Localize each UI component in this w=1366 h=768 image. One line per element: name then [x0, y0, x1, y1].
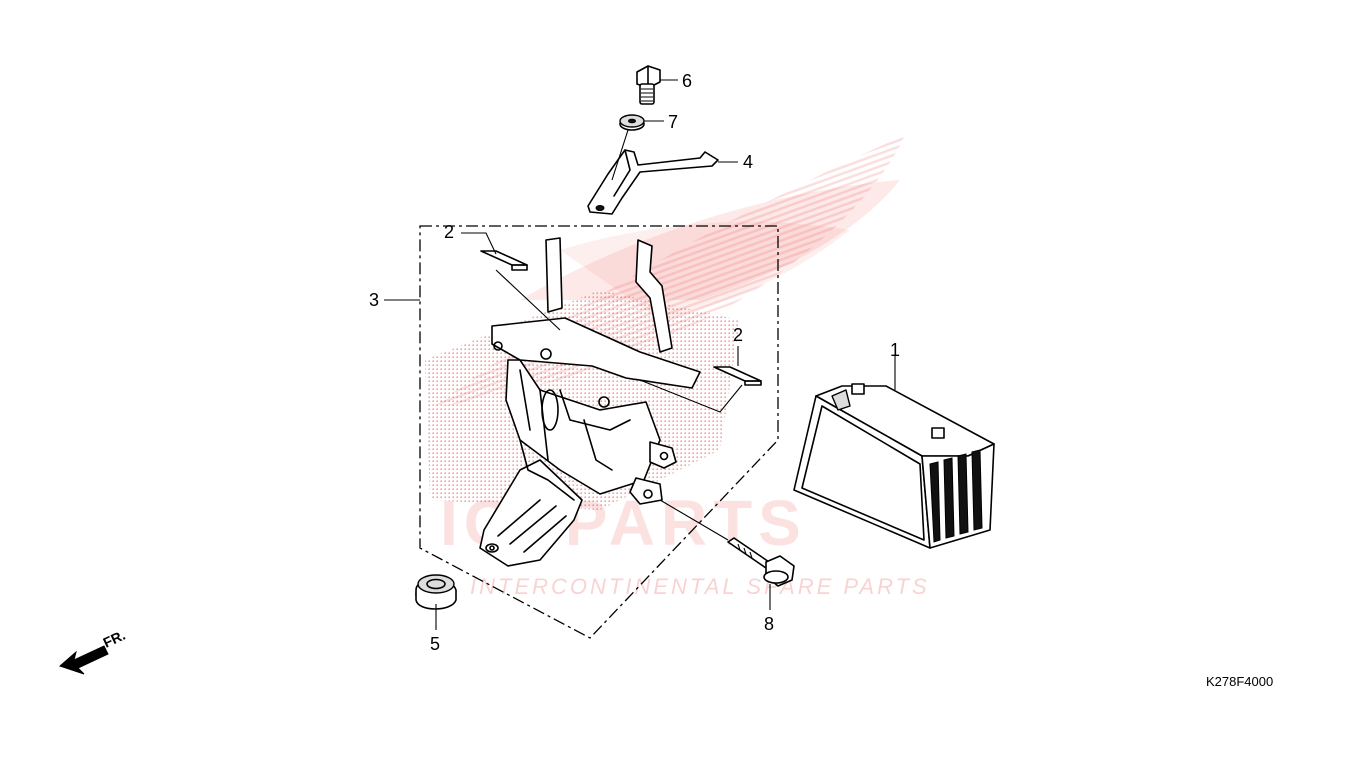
callout-8: 8	[764, 614, 774, 634]
callout-5: 5	[430, 634, 440, 654]
pad-2-left	[480, 250, 528, 271]
watermark-tagline: INTERCONTINENTAL SPARE PARTS	[470, 574, 930, 599]
bolt-8	[727, 537, 795, 587]
grommet-5	[415, 574, 457, 610]
callout-7: 7	[668, 112, 678, 132]
battery-1	[793, 383, 995, 549]
callout-3: 3	[369, 290, 379, 310]
callout-2-left: 2	[444, 222, 454, 242]
assembly-boundary	[419, 225, 779, 639]
callout-2-right: 2	[733, 325, 743, 345]
stay-bracket-4	[587, 149, 719, 215]
washer-7	[619, 114, 645, 131]
leader-lines	[384, 79, 896, 630]
battery-side-ribs	[929, 449, 983, 543]
callout-6: 6	[682, 71, 692, 91]
bolt-6	[636, 65, 661, 105]
callout-1: 1	[890, 340, 900, 360]
direction-label: FR.	[101, 627, 128, 651]
front-direction-indicator: FR.	[59, 627, 128, 675]
arrow-left-icon	[59, 645, 109, 675]
callout-4: 4	[743, 152, 753, 172]
battery-box-3	[479, 237, 701, 567]
diagram-code: K278F4000	[1206, 674, 1273, 689]
pad-2-right	[713, 366, 762, 386]
